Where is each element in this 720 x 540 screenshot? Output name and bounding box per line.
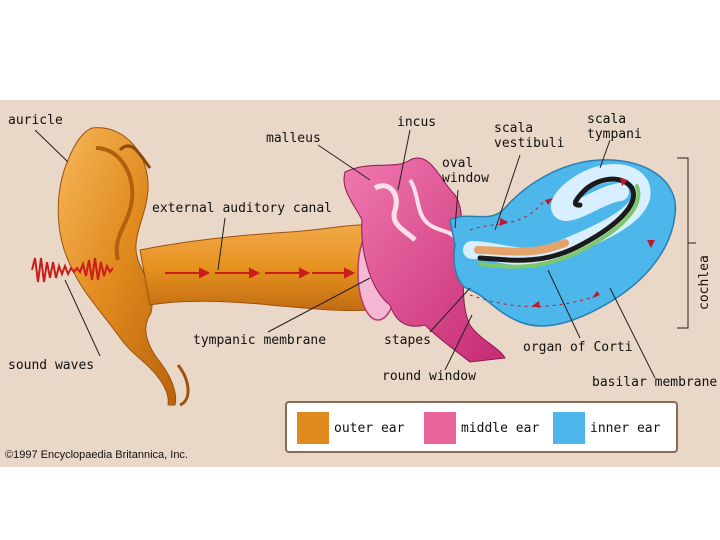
label-round-window: round window <box>382 369 476 384</box>
legend-item-inner-ear: inner ear <box>553 412 660 444</box>
label-scala-tympani-line1: scala <box>587 112 627 127</box>
legend-label: inner ear <box>590 420 661 436</box>
label-malleus: malleus <box>266 131 321 146</box>
legend-label: middle ear <box>461 420 540 436</box>
label-oval-window-line2: window <box>442 171 489 186</box>
label-auricle: auricle <box>8 113 63 128</box>
sound-wave-shape <box>31 257 114 283</box>
label-scala-vestibuli-line2: vestibuli <box>494 136 565 151</box>
label-external-auditory-canal: external auditory canal <box>152 201 333 216</box>
label-tympanic-membrane: tympanic membrane <box>193 333 327 348</box>
inner-ear-swatch <box>553 412 585 444</box>
label-organ-of-corti: organ of Corti <box>523 340 633 355</box>
label-scala-vestibuli-line1: scala <box>494 121 534 136</box>
middle-ear-swatch <box>424 412 456 444</box>
legend-item-middle-ear: middle ear <box>424 412 539 444</box>
copyright-notice: ©1997 Encyclopaedia Britannica, Inc. <box>5 449 188 461</box>
outer-ear-swatch <box>297 412 329 444</box>
legend-item-outer-ear: outer ear <box>297 412 404 444</box>
ear-illustration <box>31 127 696 407</box>
auricle-shape <box>57 127 177 406</box>
legend-label: outer ear <box>334 420 405 436</box>
label-cochlea: cochlea <box>697 255 712 310</box>
middle-ear-shape <box>343 157 506 363</box>
ear-canal-shape <box>139 224 373 312</box>
label-incus: incus <box>397 115 437 130</box>
label-sound-waves: sound waves <box>8 358 95 373</box>
legend: outer ear middle ear inner ear <box>285 401 678 453</box>
label-scala-tympani-line2: tympani <box>587 127 642 142</box>
ear-anatomy-diagram: auricle malleus incus scala vestibuli sc… <box>0 100 720 467</box>
label-oval-window-line1: oval <box>442 156 474 171</box>
label-basilar-membrane: basilar membrane <box>592 375 718 390</box>
label-stapes: stapes <box>384 333 431 348</box>
